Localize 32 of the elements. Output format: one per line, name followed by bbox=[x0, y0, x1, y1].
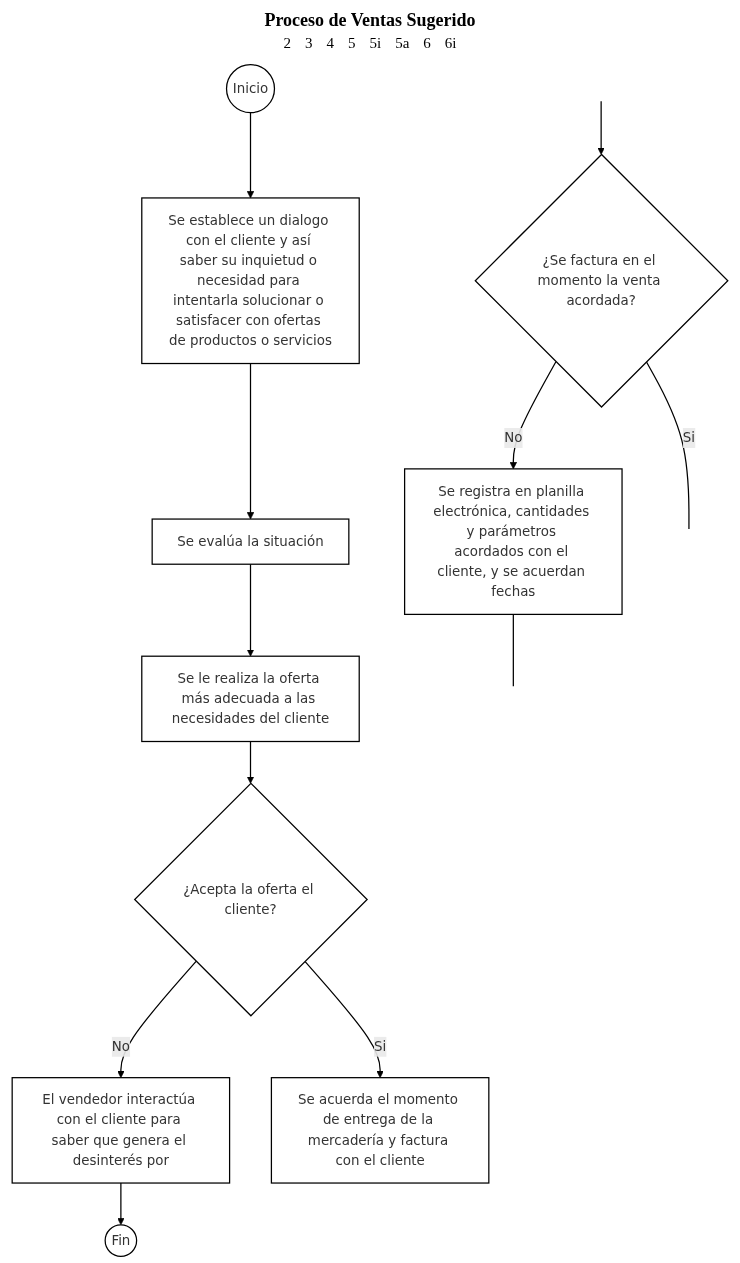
arrow bbox=[246, 112, 255, 199]
node-box: Se acuerda el momento de entrega de la mercadería y factura con el cliente bbox=[270, 1077, 490, 1184]
diagram-title: Proceso de Ventas Sugerido bbox=[264, 10, 476, 31]
arrow bbox=[246, 563, 255, 657]
node-circle: Fin bbox=[104, 1224, 138, 1257]
arrow bbox=[304, 960, 384, 1078]
node-box: El vendedor interactúa con el cliente para saber que genera el desinterés por bbox=[11, 1077, 231, 1184]
arrow bbox=[509, 361, 557, 470]
node-box: Se le realiza la oferta más adecuada a las necesidades del cliente bbox=[141, 655, 360, 743]
edge-label: Si bbox=[374, 1038, 387, 1055]
step-number: 5a bbox=[395, 35, 410, 52]
edge-label: Si bbox=[682, 429, 696, 446]
step-number: 5i bbox=[369, 35, 382, 52]
step-number: 6i bbox=[444, 35, 457, 52]
step-number: 5 bbox=[348, 35, 356, 52]
node-diamond: ¿Acepta la oferta el cliente? bbox=[133, 782, 369, 1017]
node-circle: Inicio bbox=[225, 64, 276, 114]
arrow bbox=[117, 1182, 125, 1226]
step-number: 4 bbox=[326, 35, 334, 52]
edge-label: No bbox=[504, 429, 523, 446]
node-box: Se evalúa la situación bbox=[151, 518, 350, 565]
node-box: Se establece un dialogo con el cliente y así saber su inquietud o necesidad para intentarla solucionar o satisfacer con ofertas de productos o servicios bbox=[141, 197, 360, 365]
node-box: Se registra en planilla electrónica, cantidades y parámetros acordados con el cliente, y se acuerdan fechas bbox=[404, 468, 623, 615]
edge-label: No bbox=[111, 1038, 130, 1055]
step-number: 6 bbox=[423, 35, 431, 52]
node-diamond: ¿Se factura en el momento la venta acordada? bbox=[474, 153, 729, 408]
arrow bbox=[246, 740, 255, 784]
arrow bbox=[117, 960, 197, 1078]
arrow bbox=[246, 362, 255, 520]
arrow bbox=[597, 100, 605, 155]
step-number: 2 bbox=[283, 35, 291, 52]
step-number: 3 bbox=[305, 35, 313, 52]
